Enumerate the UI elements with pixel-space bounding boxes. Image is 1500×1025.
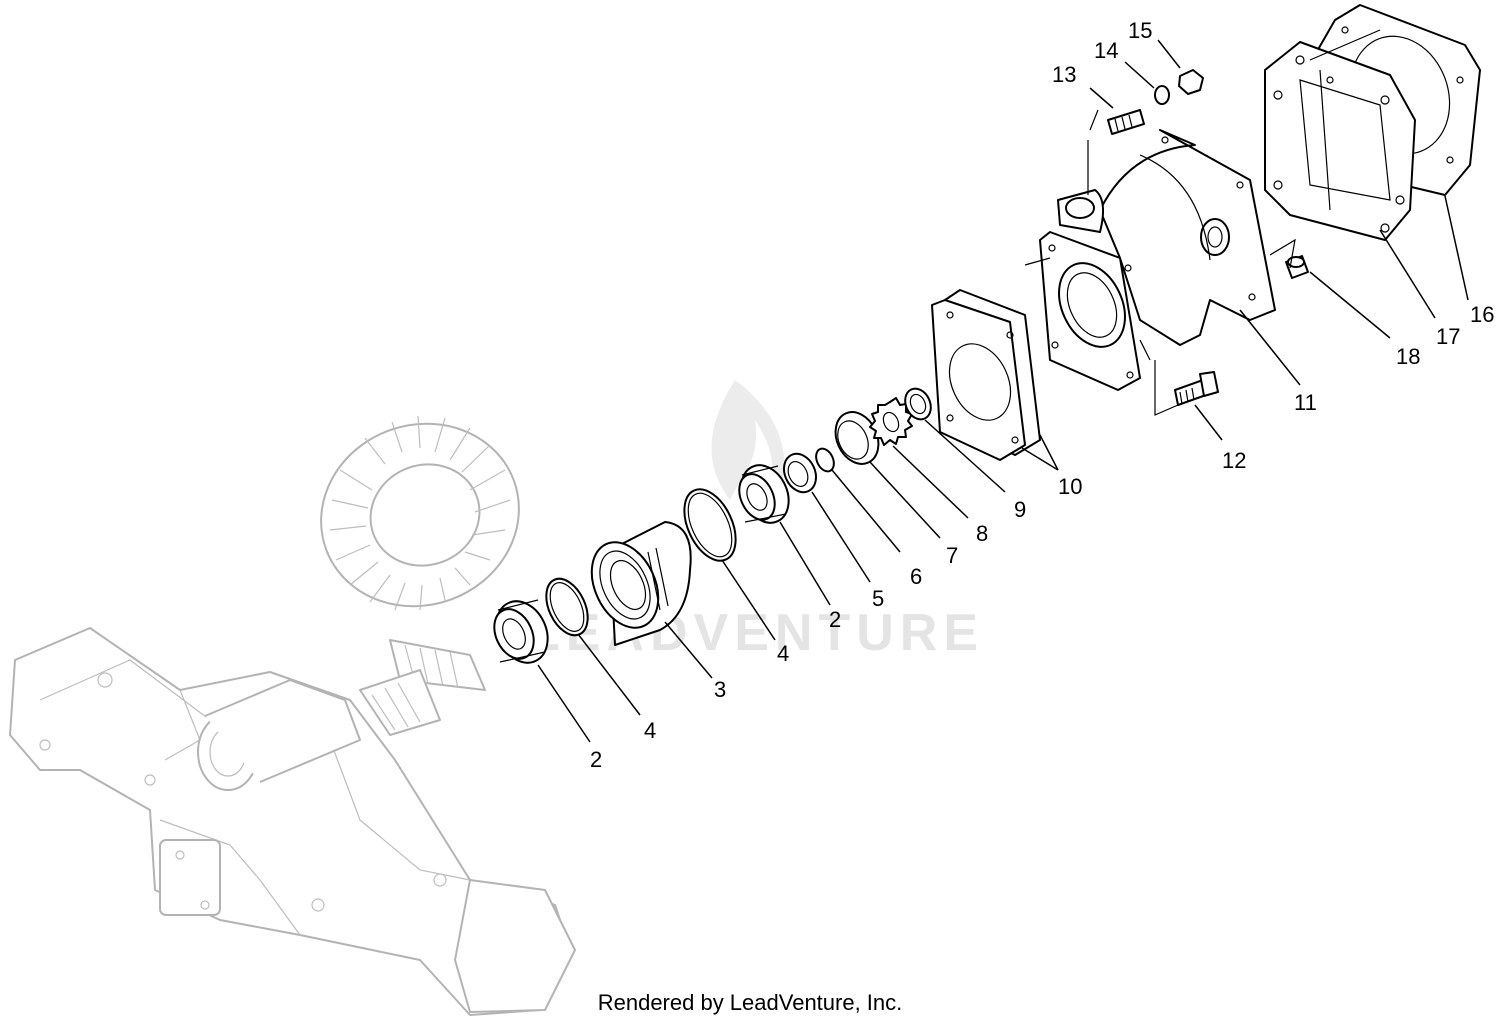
bearing-2b[interactable] <box>732 458 797 531</box>
lock-washer-8[interactable] <box>869 397 913 446</box>
plate-17[interactable] <box>1264 41 1416 241</box>
callout-2a: 2 <box>590 747 602 772</box>
rendered-by-footer: Rendered by LeadVenture, Inc. <box>598 990 903 1015</box>
o-ring-4b[interactable] <box>674 481 746 568</box>
watermark-text: LEADVENTURE <box>528 604 984 662</box>
callout-13: 13 <box>1052 62 1076 87</box>
bearing-sleeve-3[interactable] <box>579 521 692 646</box>
axle-housing-ghost <box>9 627 576 1016</box>
callout-7: 7 <box>946 543 958 568</box>
bearing-housing-11[interactable] <box>1039 129 1276 391</box>
snap-ring-6[interactable] <box>813 446 838 475</box>
leader-lines <box>537 39 1469 743</box>
callout-10: 10 <box>1058 474 1082 499</box>
callout-6: 6 <box>910 564 922 589</box>
callout-2b: 2 <box>829 607 841 632</box>
nut-15[interactable] <box>1178 69 1204 95</box>
callout-16: 16 <box>1470 302 1494 327</box>
ring-gear-ghost <box>320 415 520 611</box>
callout-8: 8 <box>976 521 988 546</box>
o-ring-4a[interactable] <box>538 572 596 642</box>
callout-4b: 4 <box>777 641 789 666</box>
bearing-cup-5[interactable] <box>778 449 822 498</box>
callout-18: 18 <box>1396 344 1420 369</box>
callout-17: 17 <box>1436 324 1460 349</box>
dowel-pin-18[interactable] <box>1285 255 1309 279</box>
callout-3: 3 <box>714 677 726 702</box>
alignment-lines <box>1024 29 1381 416</box>
callout-15: 15 <box>1128 18 1152 43</box>
callout-12: 12 <box>1222 448 1246 473</box>
washer-14[interactable] <box>1154 85 1170 105</box>
watermark: LEADVENTURE <box>528 380 984 662</box>
bearing-2a[interactable] <box>487 593 558 671</box>
callout-14: 14 <box>1094 38 1118 63</box>
bolt-12[interactable] <box>1174 371 1219 406</box>
callout-11: 11 <box>1294 390 1317 415</box>
gasket-10[interactable] <box>931 289 1041 461</box>
callout-5: 5 <box>872 586 884 611</box>
stud-13[interactable] <box>1107 109 1145 135</box>
callout-labels: 2 4 3 4 2 5 6 7 8 9 10 11 12 13 14 15 16… <box>590 18 1494 772</box>
callout-4a: 4 <box>644 718 656 743</box>
callout-9: 9 <box>1014 497 1026 522</box>
nut-9[interactable] <box>900 384 935 423</box>
